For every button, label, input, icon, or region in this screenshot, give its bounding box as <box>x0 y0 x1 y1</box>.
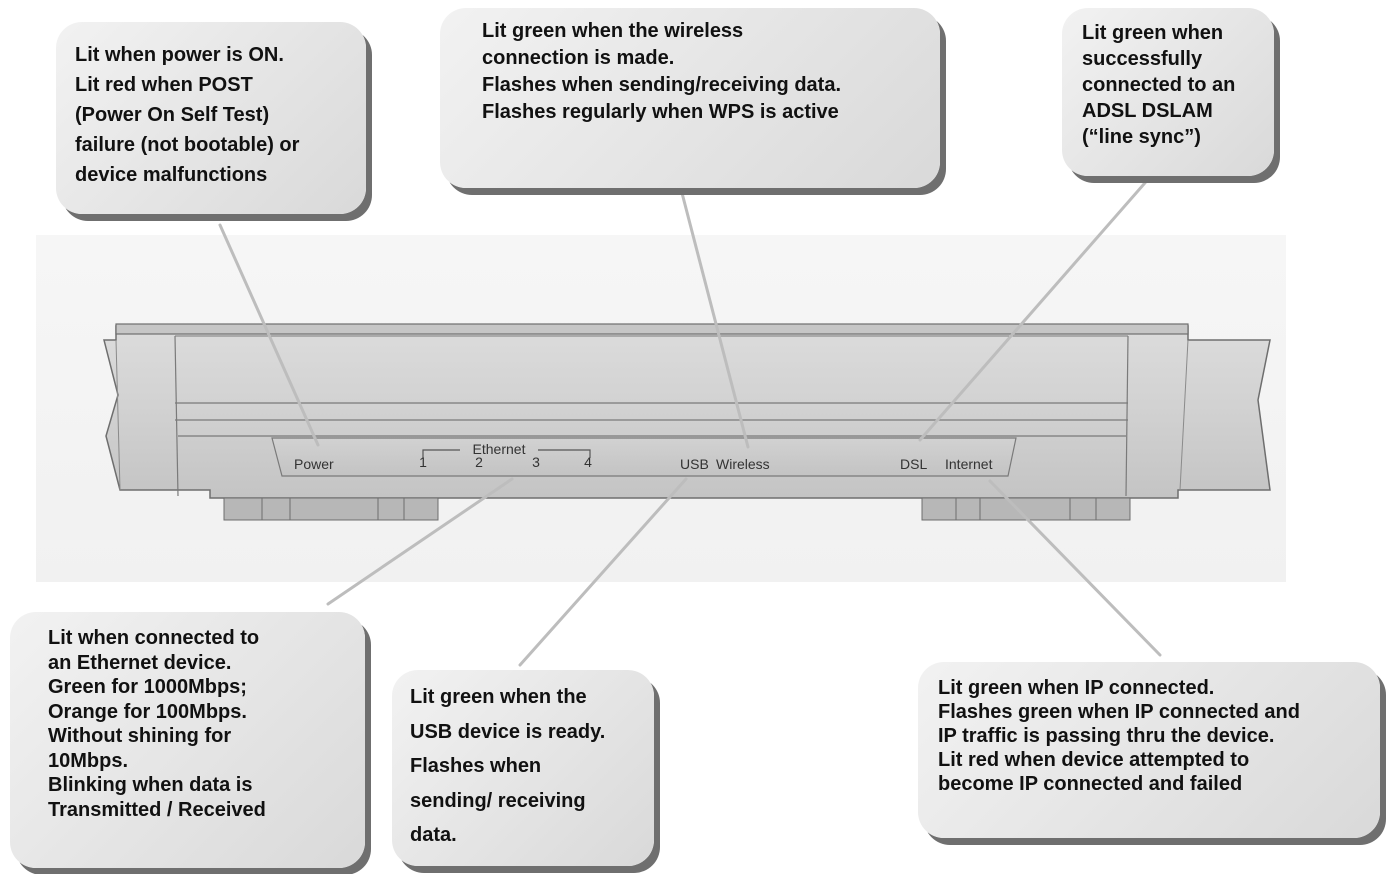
callout-line: Lit green when the <box>410 686 587 708</box>
callout-internet: Lit green when IP connected. Flashes gre… <box>918 662 1380 838</box>
label-port-1: 1 <box>419 454 427 470</box>
callout-line: Orange for 100Mbps. <box>48 700 247 723</box>
callout-line: Lit green when <box>1082 22 1224 44</box>
side-seam <box>174 335 179 497</box>
callout-line: Flashes regularly when WPS is active <box>482 101 839 123</box>
callout-line: ADSL DSLAM <box>1082 100 1213 122</box>
leader-usb <box>518 477 688 667</box>
callout-line: failure (not bootable) or <box>75 134 300 156</box>
callout-line: successfully <box>1082 48 1203 70</box>
callout-line: Transmitted / Received <box>48 798 266 821</box>
callout-ethernet: Lit when connected to an Ethernet device… <box>10 612 365 868</box>
callout-line: Lit red when POST <box>75 74 253 96</box>
side-cap-left <box>115 339 121 491</box>
side-seam <box>1125 335 1129 497</box>
leader-dsl <box>918 166 1160 442</box>
callout-line: sending/ receiving <box>410 789 586 812</box>
callout-line: Flashes when sending/receiving data. <box>482 74 841 96</box>
leader-ethernet <box>326 477 514 606</box>
callout-power: Lit when power is ON. Lit red when POST … <box>56 22 366 214</box>
right-foot <box>921 497 1131 521</box>
callout-line: Lit green when the wireless <box>482 20 744 42</box>
callout-line: Lit when connected to <box>48 627 260 649</box>
top-cover <box>115 323 1189 335</box>
callout-line: USB device is ready. <box>410 720 606 743</box>
callout-line: 10Mbps. <box>48 749 129 772</box>
callout-line: Lit red when device attempted to <box>938 749 1250 771</box>
callout-line: data. <box>410 824 457 846</box>
callout-line: Lit when power is ON. <box>75 44 284 66</box>
callout-line: Blinking when data is <box>48 774 253 796</box>
callout-line: Green for 1000Mbps; <box>48 676 247 698</box>
label-ethernet: Ethernet <box>473 441 526 457</box>
ethernet-bracket <box>422 449 591 458</box>
leader-internet <box>988 479 1162 657</box>
side-cap-right <box>1179 339 1189 491</box>
label-internet: Internet <box>945 456 993 472</box>
callout-line: an Ethernet device. <box>48 651 232 674</box>
label-dsl: DSL <box>900 456 927 472</box>
callout-wireless: Lit green when the wireless connection i… <box>440 8 940 188</box>
callout-line: connected to an <box>1082 74 1236 96</box>
leader-wireless <box>680 191 750 449</box>
label-wireless: Wireless <box>716 456 770 472</box>
label-port-3: 3 <box>532 454 540 470</box>
router-front-panel: Power Ethernet 1 2 3 4 USB Wireless DSL … <box>103 323 1271 521</box>
label-usb: USB <box>680 456 709 472</box>
callout-line: Flashes when <box>410 755 542 777</box>
leader-power <box>218 223 320 447</box>
callout-line: connection is made. <box>482 47 675 69</box>
label-port-4: 4 <box>584 454 592 470</box>
label-power: Power <box>294 456 334 472</box>
callout-usb: Lit green when the USB device is ready. … <box>392 670 654 866</box>
label-port-2: 2 <box>475 454 483 470</box>
callout-line: IP traffic is passing thru the device. <box>938 725 1275 747</box>
callout-line: become IP connected and failed <box>938 773 1243 795</box>
left-foot <box>223 497 439 521</box>
callout-line: (“line sync”) <box>1082 126 1201 148</box>
callout-dsl: Lit green when successfully connected to… <box>1062 8 1274 176</box>
callout-line: Without shining for <box>48 725 232 747</box>
callout-line: (Power On Self Test) <box>75 104 270 126</box>
led-panel <box>271 437 1017 477</box>
callout-line: device malfunctions <box>75 164 268 186</box>
callout-line: Flashes green when IP connected and <box>938 701 1300 723</box>
callout-line: Lit green when IP connected. <box>938 677 1215 699</box>
